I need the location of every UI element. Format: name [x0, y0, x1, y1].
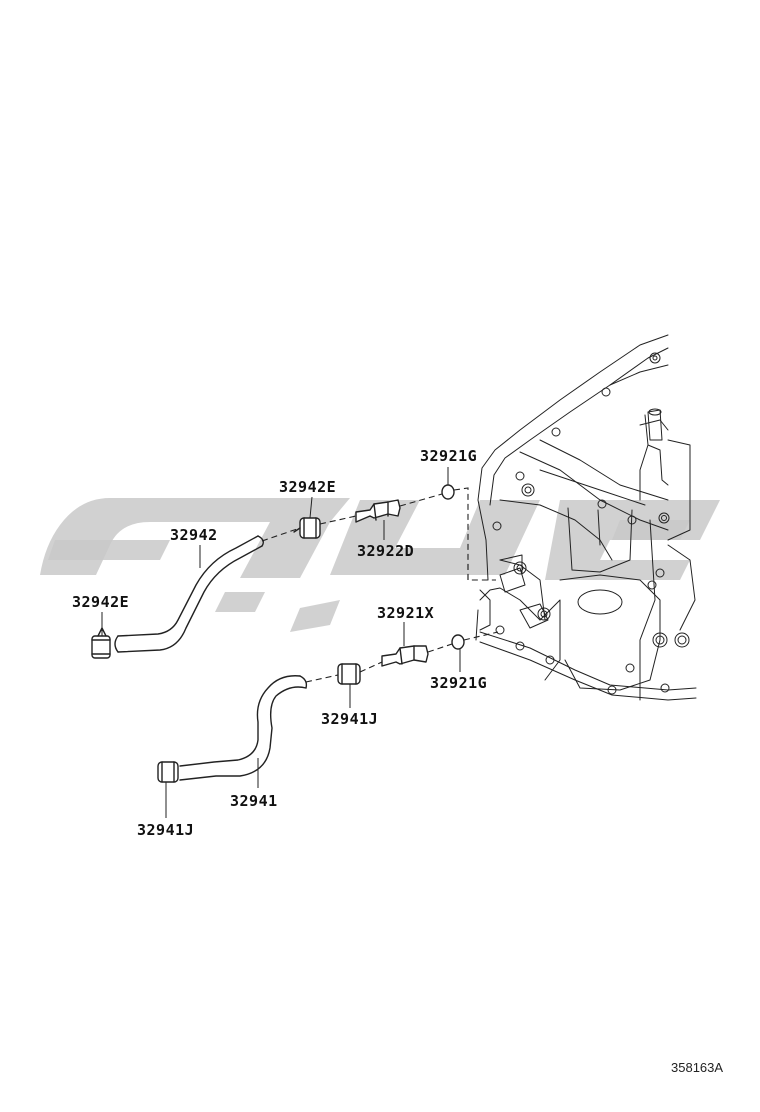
- label-32942: 32942: [170, 526, 218, 544]
- label-32921X: 32921X: [377, 604, 434, 622]
- part-labels: 32921G 32942E 32942 32922D 32942E 32921X…: [72, 447, 723, 1075]
- label-32922D: 32922D: [357, 542, 414, 560]
- label-32921G-top: 32921G: [420, 447, 477, 465]
- hose-32942: [114, 535, 265, 653]
- clamp-32941J-mid: [337, 663, 361, 685]
- union-32921X: [381, 645, 429, 667]
- label-32942E-top: 32942E: [279, 478, 336, 496]
- gasket-32921G-bottom: [451, 634, 465, 650]
- gasket-32921G-top: [441, 484, 455, 500]
- watermark-logo: [40, 498, 720, 632]
- label-32941J-bottom: 32941J: [137, 821, 194, 839]
- union-32922D: [355, 499, 401, 523]
- assembly-lines: [261, 487, 499, 683]
- clamp-32942E-left: [91, 627, 111, 659]
- label-32942E-left: 32942E: [72, 593, 129, 611]
- label-32941J-mid: 32941J: [321, 710, 378, 728]
- clamp-32942E-top: [293, 517, 321, 539]
- leader-lines: [101, 467, 461, 818]
- label-32941: 32941: [230, 792, 278, 810]
- clamp-32941J-bottom: [157, 761, 179, 783]
- figure-id: 358163A: [671, 1060, 723, 1075]
- label-32921G-bottom: 32921G: [430, 674, 487, 692]
- hose-32941: [179, 675, 308, 781]
- transmission-case: [475, 334, 697, 701]
